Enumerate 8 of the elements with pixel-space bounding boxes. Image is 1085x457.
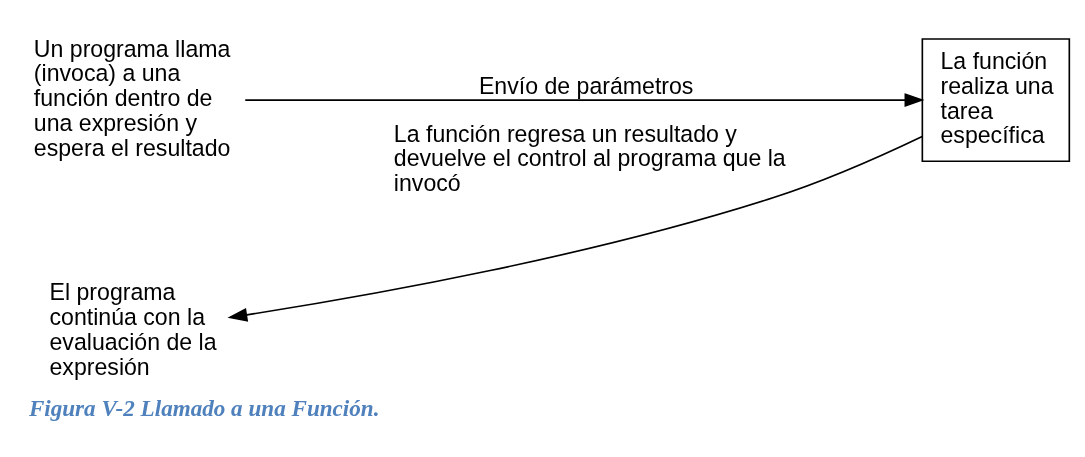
node-text: El programa continúa con la evaluación de la expresión xyxy=(49,279,217,380)
node-box: La función realiza una tarea específica xyxy=(921,38,1071,163)
edge-label: La función regresa un resultado y devuelve el control al programa que la invocó xyxy=(393,120,786,197)
arrow xyxy=(244,93,925,108)
node-text: Un programa llama (invoca) a una función dentro de una expresión y espera el resultado xyxy=(33,35,231,161)
arrow xyxy=(227,135,923,322)
edge-label: Envío de parámetros xyxy=(478,72,694,99)
caption: Figura V-2 Llamado a una Función. xyxy=(28,394,380,421)
